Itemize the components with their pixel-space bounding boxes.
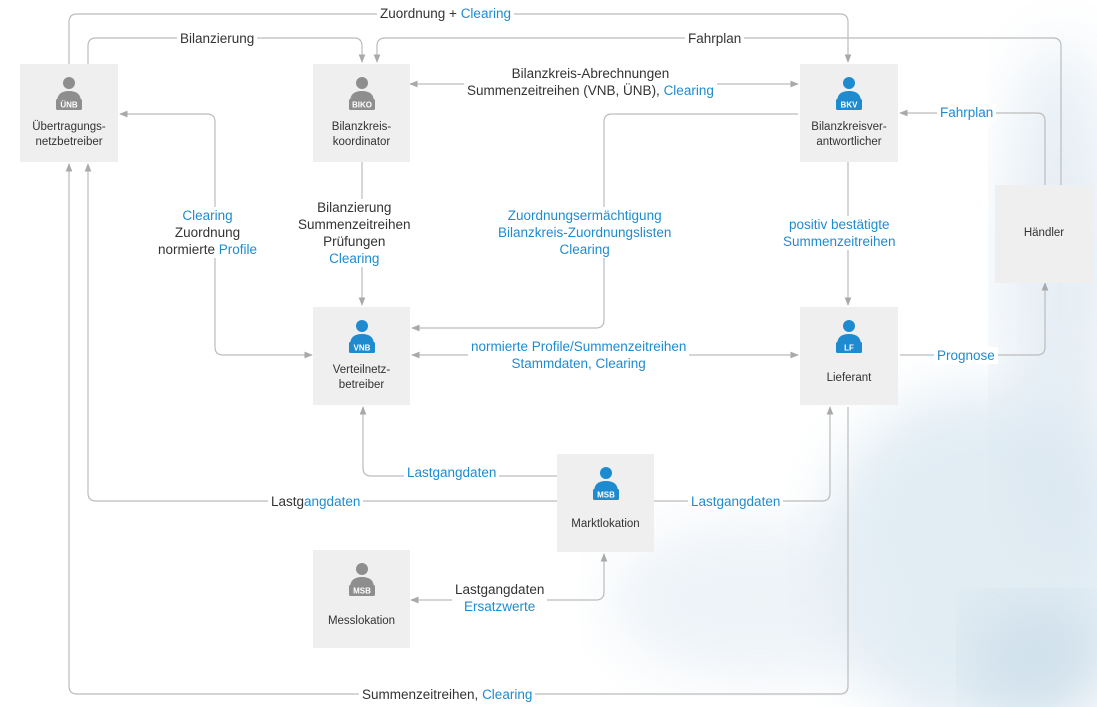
- node-unb-label-2: netzbetreiber: [35, 136, 103, 148]
- svg-text:MSB: MSB: [353, 587, 371, 596]
- edge-prognose: [900, 282, 1049, 356]
- label-prognose: Prognose: [934, 347, 998, 364]
- label-lastgang-unb: Lastgangdaten: [268, 493, 364, 510]
- person-blue-icon: VNB: [348, 320, 375, 353]
- node-haendler[interactable]: Händler: [995, 185, 1093, 283]
- edge-lastgang-lf: [654, 406, 834, 502]
- node-vnb-label-1: Verteilnetz-: [332, 364, 391, 376]
- label-bkv-vnb: Zuordnungsermächtigung Bilanzkreis-Zuord…: [495, 207, 675, 258]
- node-marktlokation-label: Marktlokation: [571, 518, 640, 530]
- node-marktlokation[interactable]: MSB Marktlokation: [557, 454, 654, 552]
- person-grey-icon: BIKO: [348, 77, 375, 110]
- node-messlokation[interactable]: MSB Messlokation: [313, 550, 410, 648]
- label-fahrplan-haendler: Fahrplan: [937, 104, 997, 121]
- label-vnb-lf: normierte Profile/Summenzeitreihen Stamm…: [468, 338, 690, 372]
- person-blue-icon: MSB: [592, 467, 619, 500]
- node-bilanzkreiskoordinator[interactable]: BIKO Bilanzkreis- koordinator: [313, 64, 410, 162]
- svg-text:ÜNB: ÜNB: [60, 101, 78, 110]
- label-lastgang-lf: Lastgangdaten: [688, 493, 784, 510]
- person-grey-icon: MSB: [348, 563, 375, 596]
- node-messlokation-label: Messlokation: [327, 615, 396, 627]
- node-haendler-label: Händler: [1023, 227, 1065, 239]
- node-uebertragungsnetzbetreiber[interactable]: ÜNB Übertragungs- netzbetreiber: [20, 64, 118, 162]
- label-fahrplan-top: Fahrplan: [685, 30, 745, 47]
- label-bkv-lf: positiv bestätigte Summenzeitreihen: [780, 216, 899, 250]
- node-vnb-label-2: betreiber: [338, 379, 385, 391]
- label-unb-vnb: Clearing Zuordnung normierte Profile: [155, 207, 261, 258]
- svg-text:MSB: MSB: [597, 491, 615, 500]
- label-bottom: Summenzeitreihen, Clearing: [359, 686, 536, 703]
- label-zuordnung-clearing: Zuordnung + Clearing: [377, 5, 514, 22]
- svg-text:VNB: VNB: [353, 344, 370, 353]
- label-mess-markt: Lastgangdaten Ersatzwerte: [452, 581, 548, 615]
- node-bkv-label-1: Bilanzkreisver-: [811, 121, 887, 133]
- node-bkv-label-2: antwortlicher: [816, 136, 882, 148]
- node-unb-label-1: Übertragungs-: [32, 121, 106, 133]
- person-blue-icon: BKV: [836, 77, 862, 110]
- node-lf-label: Lieferant: [826, 372, 872, 384]
- node-bilanzkreisverantwortlicher[interactable]: BKV Bilanzkreisver- antwortlicher: [800, 64, 898, 162]
- svg-text:BIKO: BIKO: [352, 101, 372, 110]
- node-biko-label-1: Bilanzkreis-: [331, 121, 392, 133]
- person-blue-icon: LF: [836, 320, 862, 353]
- label-lastgang-vnb: Lastgangdaten: [404, 464, 500, 481]
- svg-text:LF: LF: [844, 344, 854, 353]
- edge-lastgang-unb: [84, 163, 557, 502]
- label-biko-vnb: Bilanzierung Summenzeitreihen Prüfungen …: [295, 199, 414, 267]
- label-bilanzierung-top: Bilanzierung: [177, 30, 258, 47]
- edge-mess-markt: [410, 553, 608, 604]
- node-biko-label-2: koordinator: [332, 136, 391, 148]
- node-verteilnetzbetreiber[interactable]: VNB Verteilnetz- betreiber: [313, 307, 410, 405]
- node-lieferant[interactable]: LF Lieferant: [800, 307, 898, 405]
- person-grey-icon: ÜNB: [56, 77, 82, 110]
- svg-text:BKV: BKV: [841, 101, 859, 110]
- label-biko-bkv: Bilanzkreis-Abrechnungen Summenzeitreihe…: [464, 65, 717, 99]
- edge-lastgang-vnb: [359, 406, 557, 477]
- edge-fahrplan-haendler: [899, 109, 1046, 185]
